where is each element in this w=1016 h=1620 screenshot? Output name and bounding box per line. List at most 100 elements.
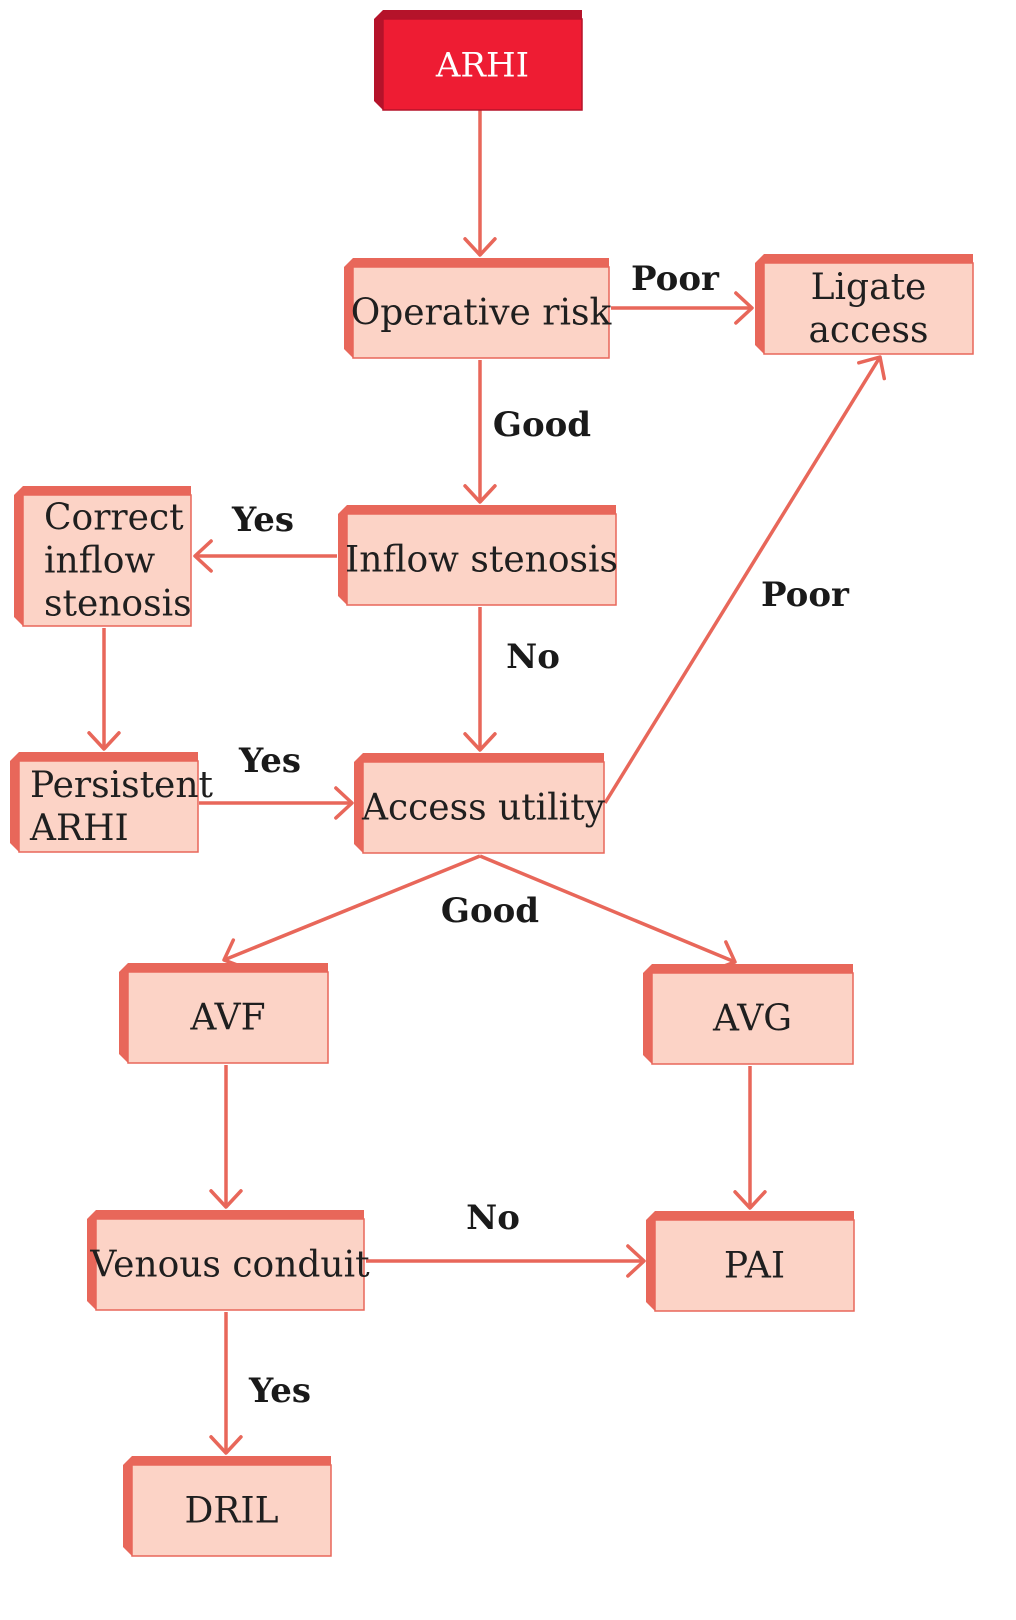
node-bevel-left	[354, 762, 363, 853]
node-face	[651, 972, 854, 1065]
arrowhead	[733, 1190, 767, 1210]
node-bevel-left	[14, 495, 23, 626]
node-bevel-top	[374, 10, 582, 19]
node-label-correct-inflow-line-2: inflow	[44, 541, 155, 582]
edge-line	[603, 356, 882, 804]
node-access-utility: Access utility	[354, 753, 606, 854]
node-bevel-left	[643, 973, 652, 1064]
node-bevel-top	[10, 752, 198, 761]
node-label-inflow-stenosis-line-1: Inflow stenosis	[345, 540, 618, 581]
node-face	[763, 262, 974, 355]
node-face	[95, 1218, 365, 1311]
node-bevel-top	[119, 963, 328, 972]
node-bevel-left	[87, 1219, 96, 1310]
edge-label-utility-poor: Poor	[761, 575, 850, 615]
edge-avg-to-pai	[733, 1066, 767, 1210]
arrowhead	[857, 355, 887, 381]
node-bevel-left	[10, 761, 19, 852]
edges-layer	[87, 110, 887, 1455]
node-label-venous-conduit-line-1: Venous conduit	[89, 1245, 370, 1286]
node-bevel-top	[755, 254, 973, 263]
node-avg: AVG	[643, 964, 854, 1065]
node-label-ligate-access-line-2: access	[808, 310, 928, 351]
node-bevel-top	[14, 486, 191, 495]
node-face	[18, 760, 199, 853]
node-label-dril-line-1: DRIL	[184, 1491, 278, 1532]
node-label-correct-inflow-line-1: Correct	[44, 498, 184, 539]
arrowhead	[463, 732, 497, 752]
edge-avf-to-venous-conduit	[209, 1065, 243, 1209]
node-bevel-top	[344, 258, 609, 267]
node-face	[346, 513, 617, 606]
arrowhead	[463, 484, 497, 504]
node-inflow-stenosis: Inflow stenosis	[338, 505, 618, 606]
node-label-avf-line-1: AVF	[189, 998, 265, 1039]
node-bevel-top	[643, 964, 853, 973]
node-pai: PAI	[646, 1211, 855, 1312]
node-bevel-top	[354, 753, 604, 762]
node-label-correct-inflow-line-3: stenosis	[44, 584, 192, 625]
edge-persistent-arhi-to-access-utility	[199, 786, 354, 820]
node-face	[654, 1219, 855, 1312]
arrowhead	[734, 291, 754, 325]
edge-label-persistent-yes: Yes	[238, 741, 301, 781]
edge-inflow-stenosis-to-correct-inflow	[193, 539, 337, 573]
edge-label-risk-good: Good	[493, 405, 591, 445]
node-bevel-left	[374, 19, 383, 110]
edge-label-stenosis-no: No	[506, 637, 560, 677]
node-bevel-left	[119, 972, 128, 1063]
arrowhead	[334, 786, 354, 820]
node-bevel-left	[344, 267, 353, 358]
arrowhead	[209, 1435, 243, 1455]
arrowhead	[87, 731, 121, 751]
edge-operative-risk-to-ligate-access	[611, 291, 754, 325]
node-face	[352, 266, 610, 359]
node-bevel-top	[338, 505, 616, 514]
edge-label-conduit-yes: Yes	[248, 1371, 311, 1411]
node-face	[127, 971, 329, 1064]
node-label-persistent-arhi-line-2: ARHI	[29, 808, 129, 849]
node-venous-conduit: Venous conduit	[87, 1210, 370, 1311]
edge-label-utility-good: Good	[441, 891, 539, 931]
node-arhi: ARHI	[374, 10, 583, 111]
node-face	[131, 1464, 332, 1557]
node-avf: AVF	[119, 963, 329, 1064]
edge-venous-conduit-to-dril	[209, 1312, 243, 1455]
node-bevel-left	[646, 1220, 655, 1311]
node-label-avg-line-1: AVG	[712, 999, 792, 1040]
node-bevel-left	[123, 1465, 132, 1556]
node-bevel-left	[338, 514, 347, 605]
node-operative-risk: Operative risk	[344, 258, 613, 359]
edge-arhi-to-operative-risk	[463, 110, 497, 257]
edge-label-risk-poor: Poor	[631, 259, 720, 299]
edge-operative-risk-to-inflow-stenosis	[463, 360, 497, 504]
node-label-pai-line-1: PAI	[724, 1246, 785, 1287]
node-bevel-left	[755, 263, 764, 354]
arrowhead	[209, 1189, 243, 1209]
node-face	[362, 761, 605, 854]
edge-inflow-stenosis-to-access-utility	[463, 607, 497, 752]
node-label-ligate-access-line-1: Ligate	[811, 267, 927, 308]
edge-label-stenosis-yes: Yes	[231, 500, 294, 540]
edge-line	[479, 854, 736, 964]
node-label-operative-risk-line-1: Operative risk	[351, 293, 613, 334]
arrowhead	[193, 539, 213, 573]
arrowhead	[626, 1244, 646, 1278]
edge-label-conduit-no: No	[466, 1198, 520, 1238]
node-face	[382, 18, 583, 111]
node-label-persistent-arhi-line-1: Persistent	[30, 765, 214, 806]
edge-line	[223, 854, 481, 962]
node-bevel-top	[123, 1456, 331, 1465]
node-bevel-top	[646, 1211, 854, 1220]
node-dril: DRIL	[123, 1456, 332, 1557]
edge-access-utility-to-ligate-access	[603, 355, 887, 804]
arrowhead	[463, 237, 497, 257]
edge-venous-conduit-to-pai	[366, 1244, 646, 1278]
node-label-arhi-line-1: ARHI	[435, 46, 529, 86]
